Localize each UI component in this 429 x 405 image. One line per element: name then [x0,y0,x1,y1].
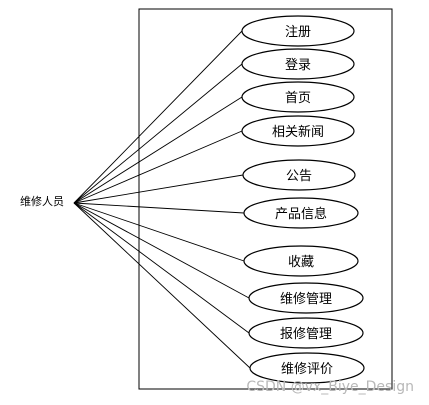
actor-label: 维修人员 [20,194,64,208]
association-lines [73,30,251,369]
use-case-register: 注册 [241,15,355,47]
system-boundary [138,8,393,390]
association-line [73,30,243,204]
use-case-label: 登录 [285,58,311,73]
use-case-label: 注册 [285,25,311,40]
use-case-home: 首页 [241,81,355,113]
use-case-label: 维修管理 [280,292,332,307]
use-case-list: 注册 登录 首页 相关新闻 公告 产品信息 收藏 维修管理 [241,15,365,384]
association-line [73,63,243,204]
use-case-label: 维修评价 [281,362,333,377]
association-line [73,202,251,369]
use-case-related-news: 相关新闻 [241,115,355,147]
association-line [73,174,244,204]
watermark: CSDN @vx_Biye_Design [246,379,414,395]
use-case-repair-request-management: 报修管理 [248,317,364,349]
use-case-label: 相关新闻 [272,124,324,140]
association-line [73,202,245,262]
use-case-product-info: 产品信息 [243,197,359,229]
use-case-label: 报修管理 [280,327,332,342]
use-case-label: 产品信息 [275,206,327,222]
association-line [73,96,243,204]
use-case-repair-management: 维修管理 [248,282,364,314]
use-case-label: 公告 [286,169,312,184]
association-line [73,130,243,204]
use-case-label: 收藏 [288,255,314,270]
actor: 维修人员 [20,194,64,208]
use-case-favorites: 收藏 [243,245,359,277]
use-case-announcement: 公告 [242,159,356,191]
use-case-repair-review: 维修评价 [249,352,365,384]
use-case-login: 登录 [241,48,355,80]
association-line [73,202,245,214]
association-line [73,202,250,334]
use-case-label: 首页 [285,91,311,106]
association-line [73,202,250,299]
